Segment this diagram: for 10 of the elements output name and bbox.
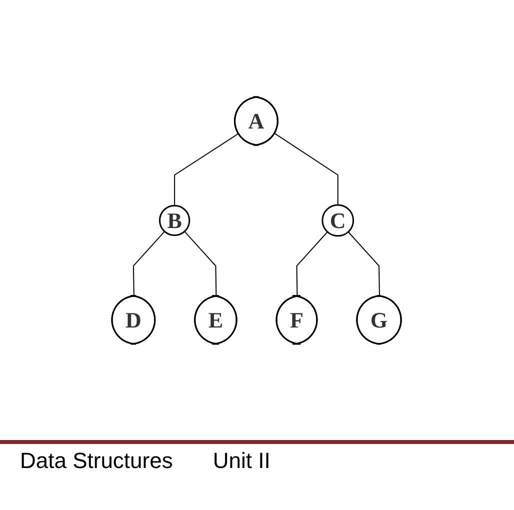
node-circle: B [159,204,191,236]
connector [274,132,339,206]
connector [174,132,240,206]
footer-text: Unit II [212,448,270,474]
connector [296,230,328,296]
footer-text: Data Structures [20,448,173,474]
connector [133,230,166,296]
node-circle: C [322,204,355,236]
connector [184,230,218,296]
connector [348,230,380,296]
